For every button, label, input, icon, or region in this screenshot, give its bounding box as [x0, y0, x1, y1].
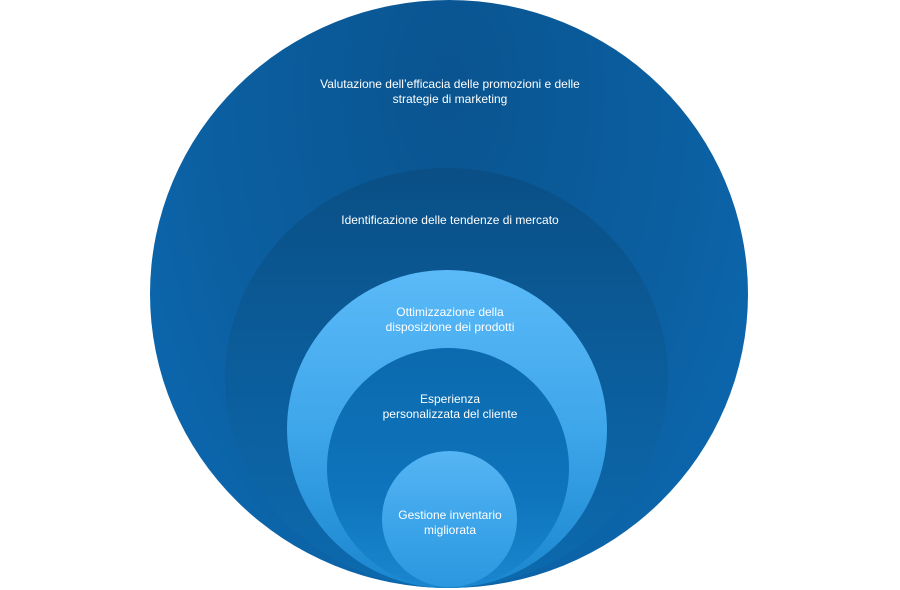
label-level-2: Identificazione delle tendenze di mercat… [341, 213, 559, 227]
label-level-5: Gestione inventario migliorata [398, 508, 502, 537]
label-level-1: Valutazione dell’efficacia delle promozi… [320, 77, 580, 106]
circle-level-5 [382, 451, 517, 587]
label-level-4: Esperienza personalizzata del cliente [382, 392, 518, 421]
label-level-3: Ottimizzazione della disposizione dei pr… [385, 305, 515, 334]
